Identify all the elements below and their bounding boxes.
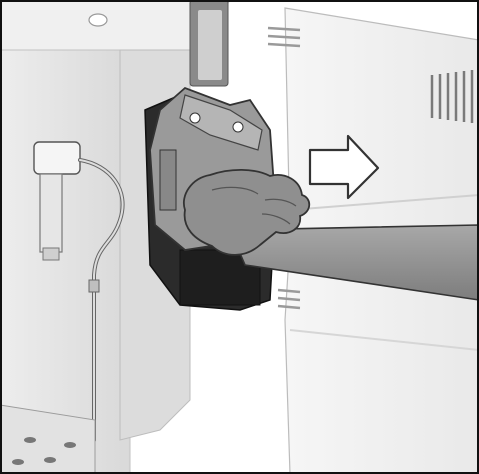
coffee-outlet-spout <box>40 174 62 252</box>
coffee-outlet-icon <box>34 142 80 174</box>
drip-tray-hole <box>24 437 36 443</box>
coffee-outlet-nozzle <box>43 248 59 260</box>
drip-tray-hole <box>64 442 76 448</box>
brewing-unit-pin <box>190 113 200 123</box>
brewing-unit-pin <box>233 122 243 132</box>
milk-pipe-clip <box>89 280 99 292</box>
button-icon <box>89 14 107 26</box>
drip-tray-hole <box>44 457 56 463</box>
drip-tray-hole <box>12 459 24 465</box>
brewing-unit-rail <box>160 150 176 210</box>
display-screen <box>198 10 222 80</box>
